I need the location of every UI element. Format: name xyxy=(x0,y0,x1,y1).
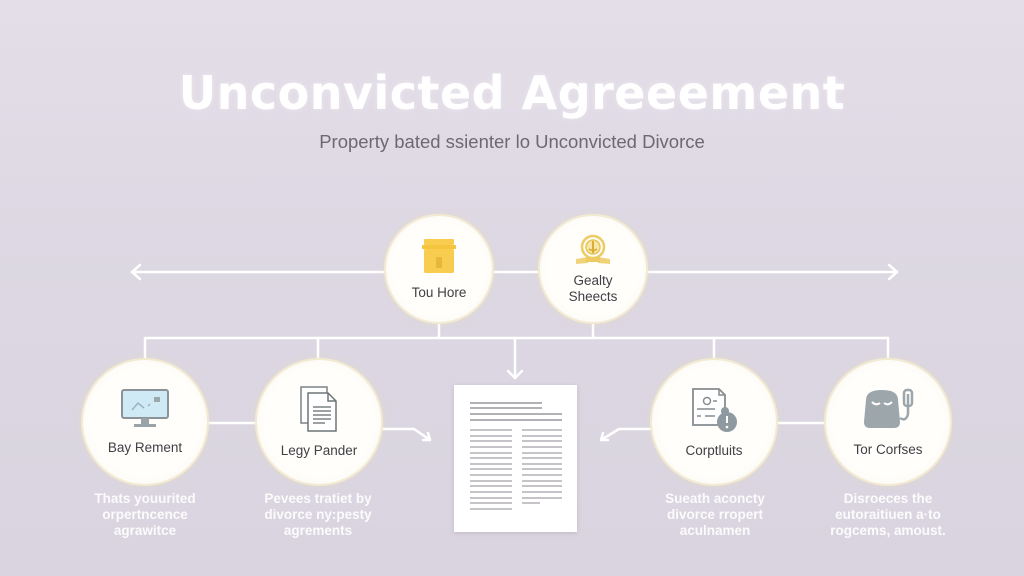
page-subtitle: Property bated ssienter lo Unconvicted D… xyxy=(319,131,705,152)
node-gealty-sheects[interactable]: Gealty Sheects xyxy=(540,216,646,322)
arrow-right-icon xyxy=(887,263,899,281)
node-label: Tou Hore xyxy=(411,285,467,300)
node-corptluits[interactable]: Corptluits xyxy=(652,360,776,484)
monitor-chart-icon xyxy=(120,388,170,434)
description-line: Disroeces the xyxy=(843,491,933,506)
node-description-tor-corfses: Disroeces the eutoraitiuen a·to rogcems,… xyxy=(813,491,963,539)
node-label: Corptluits xyxy=(685,443,743,458)
house-box-icon xyxy=(420,237,458,279)
node-bay-rement[interactable]: Bay Rement xyxy=(83,360,207,484)
document-pages-icon xyxy=(298,385,340,437)
description-line: agrawitce xyxy=(113,523,177,538)
arrow-into-document-right-icon xyxy=(599,431,610,442)
arrow-left-icon xyxy=(130,263,142,281)
description-line: eutoraitiuen a·to xyxy=(835,507,941,522)
arrow-down-icon xyxy=(506,369,524,380)
node-label: Tor Corfses xyxy=(853,442,923,457)
document-alert-icon xyxy=(689,385,739,437)
center-document[interactable] xyxy=(454,385,577,532)
node-description-legy-pander: Pevees tratiet by divorce ny:pesty agrem… xyxy=(243,491,393,539)
node-label: Legy Pander xyxy=(280,443,358,458)
emblem-seal-icon xyxy=(572,233,614,271)
description-line: agrements xyxy=(283,523,353,538)
document-preview-icon xyxy=(470,402,562,510)
node-label-line-1: Gealty xyxy=(573,273,613,288)
node-label: Gealty Sheects xyxy=(569,273,618,305)
node-description-corptluits: Sueath aconcty divorce rropert aculnamen xyxy=(640,491,790,539)
node-label-line-2: Sheects xyxy=(568,289,618,304)
node-tor-corfses[interactable]: Tor Corfses xyxy=(826,360,950,484)
telephone-icon xyxy=(860,386,916,436)
description-line: divorce ny:pesty xyxy=(264,507,372,522)
description-line: aculnamen xyxy=(679,523,751,538)
description-line: divorce rropert xyxy=(666,507,764,522)
node-tou-hore[interactable]: Tou Hore xyxy=(386,216,492,322)
node-description-bay-rement: Thats youurited orpertncence agrawitce xyxy=(70,491,220,539)
description-line: Thats youurited xyxy=(94,491,196,506)
description-line: Pevees tratiet by xyxy=(264,491,372,506)
node-label: Bay Rement xyxy=(107,440,183,455)
description-line: orpertncence xyxy=(102,507,188,522)
arrow-into-document-left-icon xyxy=(421,431,432,442)
description-line: rogcems, amoust. xyxy=(830,523,946,538)
description-line: Sueath aconcty xyxy=(665,491,765,506)
page-title: Unconvicted Agreeement xyxy=(178,66,846,120)
node-legy-pander[interactable]: Legy Pander xyxy=(257,360,381,484)
